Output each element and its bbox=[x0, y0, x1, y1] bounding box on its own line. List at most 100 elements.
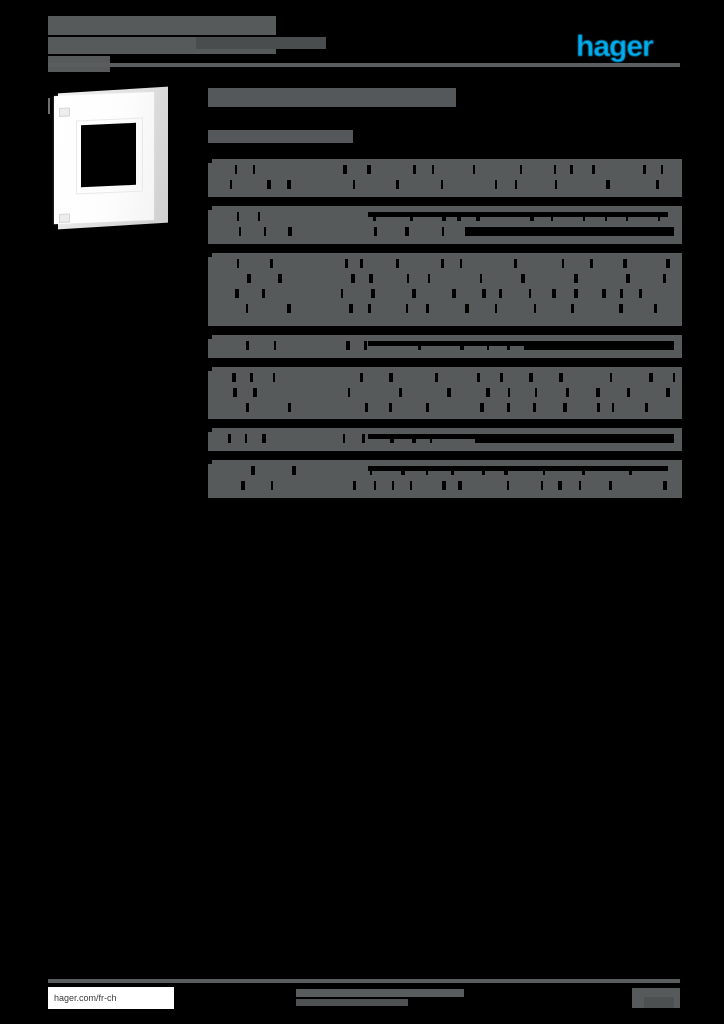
page-footer: hager.com/fr-ch bbox=[48, 979, 680, 1013]
text-gap bbox=[507, 403, 510, 412]
product-photo bbox=[48, 86, 173, 230]
text-gap bbox=[627, 388, 630, 397]
text-gap bbox=[612, 403, 614, 412]
text-gap bbox=[469, 227, 674, 236]
text-gap bbox=[529, 373, 533, 382]
text-gap bbox=[566, 388, 569, 397]
text-gap bbox=[533, 403, 536, 412]
row-corner bbox=[208, 460, 212, 464]
text-gap bbox=[412, 289, 416, 298]
screw-top-left-icon bbox=[59, 107, 70, 117]
text-gap bbox=[673, 373, 675, 382]
text-gap bbox=[288, 227, 292, 236]
text-gap bbox=[495, 304, 497, 313]
row-corner bbox=[208, 428, 212, 432]
section-subheading bbox=[208, 130, 353, 143]
text-gap bbox=[428, 274, 430, 283]
text-gap bbox=[237, 212, 239, 221]
text-gap bbox=[246, 304, 248, 313]
text-gap bbox=[271, 481, 273, 490]
text-gap bbox=[287, 180, 291, 189]
text-gap bbox=[579, 481, 581, 490]
text-gap bbox=[480, 274, 482, 283]
table-row bbox=[208, 253, 682, 326]
text-gap bbox=[389, 373, 393, 382]
text-gap bbox=[341, 289, 343, 298]
text-gap bbox=[596, 388, 600, 397]
text-gap bbox=[570, 165, 573, 174]
table-row bbox=[208, 206, 682, 244]
text-gap bbox=[406, 304, 408, 313]
header-divider bbox=[48, 63, 680, 67]
text-gap bbox=[477, 373, 480, 382]
text-gap bbox=[343, 165, 347, 174]
text-gap bbox=[442, 481, 446, 490]
text-gap bbox=[426, 304, 429, 313]
text-gap bbox=[609, 481, 612, 490]
text-gap bbox=[473, 165, 475, 174]
text-gap bbox=[374, 227, 377, 236]
text-gap bbox=[360, 373, 363, 382]
section-heading bbox=[208, 88, 456, 107]
text-gap bbox=[645, 403, 648, 412]
text-gap bbox=[563, 403, 567, 412]
text-gap bbox=[374, 481, 376, 490]
text-gap bbox=[258, 212, 260, 221]
table-row bbox=[208, 367, 682, 419]
text-gap bbox=[392, 481, 394, 490]
row-corner bbox=[208, 253, 212, 257]
text-gap bbox=[554, 165, 556, 174]
text-gap bbox=[235, 165, 237, 174]
text-gap bbox=[529, 289, 531, 298]
text-gap bbox=[534, 304, 536, 313]
text-gap bbox=[597, 403, 600, 412]
text-gap bbox=[264, 227, 266, 236]
text-gap bbox=[495, 180, 497, 189]
text-gap bbox=[610, 373, 612, 382]
text-gap bbox=[407, 274, 409, 283]
text-gap bbox=[399, 388, 402, 397]
footer-website-url[interactable]: hager.com/fr-ch bbox=[48, 987, 174, 1009]
text-gap bbox=[247, 274, 251, 283]
text-gap bbox=[270, 259, 273, 268]
text-gap bbox=[643, 165, 646, 174]
text-gap bbox=[237, 259, 239, 268]
text-gap bbox=[626, 274, 630, 283]
text-gap bbox=[287, 304, 291, 313]
footer-page-badge bbox=[632, 988, 680, 1008]
table-row bbox=[208, 335, 682, 358]
table-row bbox=[208, 460, 682, 498]
text-gap bbox=[396, 259, 399, 268]
text-gap bbox=[351, 274, 355, 283]
text-gap bbox=[535, 388, 537, 397]
row-corner bbox=[208, 367, 212, 371]
text-gap bbox=[250, 373, 253, 382]
table-row bbox=[208, 428, 682, 451]
footer-center-text bbox=[296, 989, 466, 1007]
text-gap bbox=[574, 274, 578, 283]
row-corner bbox=[208, 159, 212, 163]
hager-logo: hager bbox=[576, 32, 680, 62]
text-gap bbox=[571, 304, 574, 313]
text-gap bbox=[410, 481, 412, 490]
text-gap bbox=[343, 434, 345, 443]
text-gap bbox=[465, 304, 469, 313]
text-gap bbox=[345, 259, 348, 268]
text-gap bbox=[666, 388, 670, 397]
screw-bottom-left-icon bbox=[59, 213, 70, 223]
text-gap bbox=[619, 304, 623, 313]
text-gap bbox=[661, 165, 663, 174]
text-gap bbox=[663, 481, 667, 490]
leader-line bbox=[368, 341, 668, 346]
text-gap bbox=[251, 466, 255, 475]
plate-aperture bbox=[81, 122, 136, 188]
text-gap bbox=[592, 165, 595, 174]
text-gap bbox=[465, 227, 469, 236]
text-gap bbox=[413, 165, 416, 174]
footer-divider bbox=[48, 979, 680, 983]
text-gap bbox=[558, 481, 562, 490]
text-gap bbox=[262, 289, 265, 298]
text-gap bbox=[432, 165, 434, 174]
text-gap bbox=[274, 341, 276, 350]
text-gap bbox=[253, 165, 255, 174]
